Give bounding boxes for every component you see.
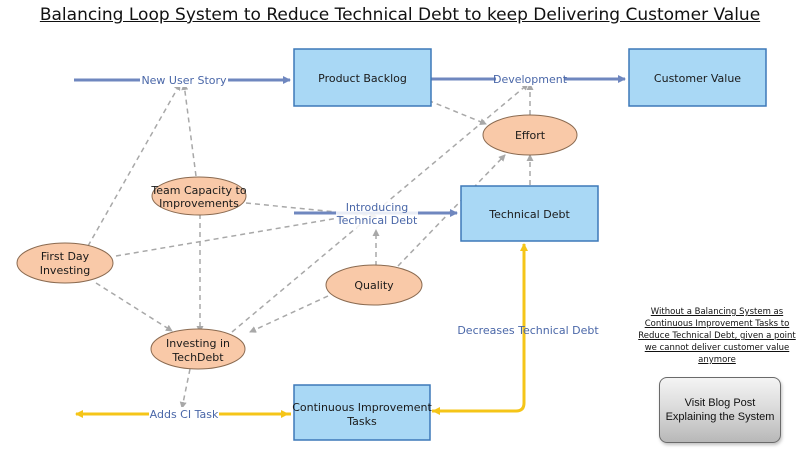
box-customer-value[interactable]: Customer Value bbox=[628, 48, 767, 107]
link-quality-to-effort bbox=[397, 154, 506, 267]
team-capacity-label-line1: Team Capacity to bbox=[150, 184, 246, 197]
label-development: Development bbox=[493, 72, 568, 86]
visit-blog-post-button[interactable]: Visit Blog Post Explaining the System bbox=[659, 377, 781, 443]
first-day-label-line1: First Day bbox=[41, 250, 90, 263]
quality-label: Quality bbox=[354, 279, 394, 292]
blog-button-line2: Explaining the System bbox=[665, 411, 775, 423]
ci-tasks-label-line1: Continuous Improvement bbox=[292, 401, 432, 414]
warning-note: Without a Balancing System as Continuous… bbox=[638, 307, 796, 365]
flow-decreases-tech-debt bbox=[432, 243, 528, 413]
var-first-day[interactable]: First Day Investing bbox=[16, 242, 114, 284]
causal-links bbox=[87, 83, 534, 409]
introducing-text-line1: Introducing bbox=[346, 201, 409, 214]
investing-label-line1: Investing in bbox=[166, 337, 230, 350]
product-backlog-label: Product Backlog bbox=[318, 72, 407, 85]
label-adds-ci-task: Adds CI Task bbox=[149, 407, 219, 421]
label-decreases: Decreases Technical Debt bbox=[457, 324, 599, 337]
development-text: Development bbox=[493, 73, 568, 86]
link-team-to-newstory bbox=[181, 83, 197, 177]
new-user-story-text: New User Story bbox=[141, 74, 227, 87]
adds-ci-task-text: Adds CI Task bbox=[150, 408, 219, 421]
box-ci-tasks[interactable]: Continuous Improvement Tasks bbox=[292, 384, 432, 441]
var-investing[interactable]: Investing in TechDebt bbox=[150, 328, 246, 370]
diagram-title: Balancing Loop System to Reduce Technica… bbox=[39, 5, 761, 25]
var-quality[interactable]: Quality bbox=[325, 264, 423, 306]
var-effort[interactable]: Effort bbox=[482, 114, 578, 156]
first-day-label-line2: Investing bbox=[40, 264, 91, 277]
customer-value-label: Customer Value bbox=[654, 72, 741, 85]
effort-label: Effort bbox=[515, 129, 546, 142]
link-investing-to-addsci bbox=[179, 368, 191, 409]
link-firstday-to-introducing bbox=[115, 214, 345, 257]
link-quality-to-investing bbox=[249, 295, 329, 333]
technical-debt-label: Technical Debt bbox=[488, 208, 570, 221]
box-product-backlog[interactable]: Product Backlog bbox=[293, 48, 432, 107]
decreases-text: Decreases Technical Debt bbox=[457, 324, 599, 337]
label-new-user-story: New User Story bbox=[140, 73, 228, 87]
box-technical-debt[interactable]: Technical Debt bbox=[460, 185, 599, 242]
introducing-text-line2: Technical Debt bbox=[336, 214, 418, 227]
investing-label-line2: TechDebt bbox=[171, 351, 224, 364]
team-capacity-label-line2: Improvements bbox=[159, 197, 239, 210]
var-team-capacity[interactable]: Team Capacity to Improvements bbox=[150, 176, 247, 216]
label-introducing: Introducing Technical Debt bbox=[336, 200, 418, 228]
ci-tasks-label-line2: Tasks bbox=[346, 415, 377, 428]
link-firstday-to-investing bbox=[95, 282, 173, 332]
link-firstday-to-newstory bbox=[87, 83, 181, 247]
blog-button-line1: Visit Blog Post bbox=[684, 397, 756, 409]
